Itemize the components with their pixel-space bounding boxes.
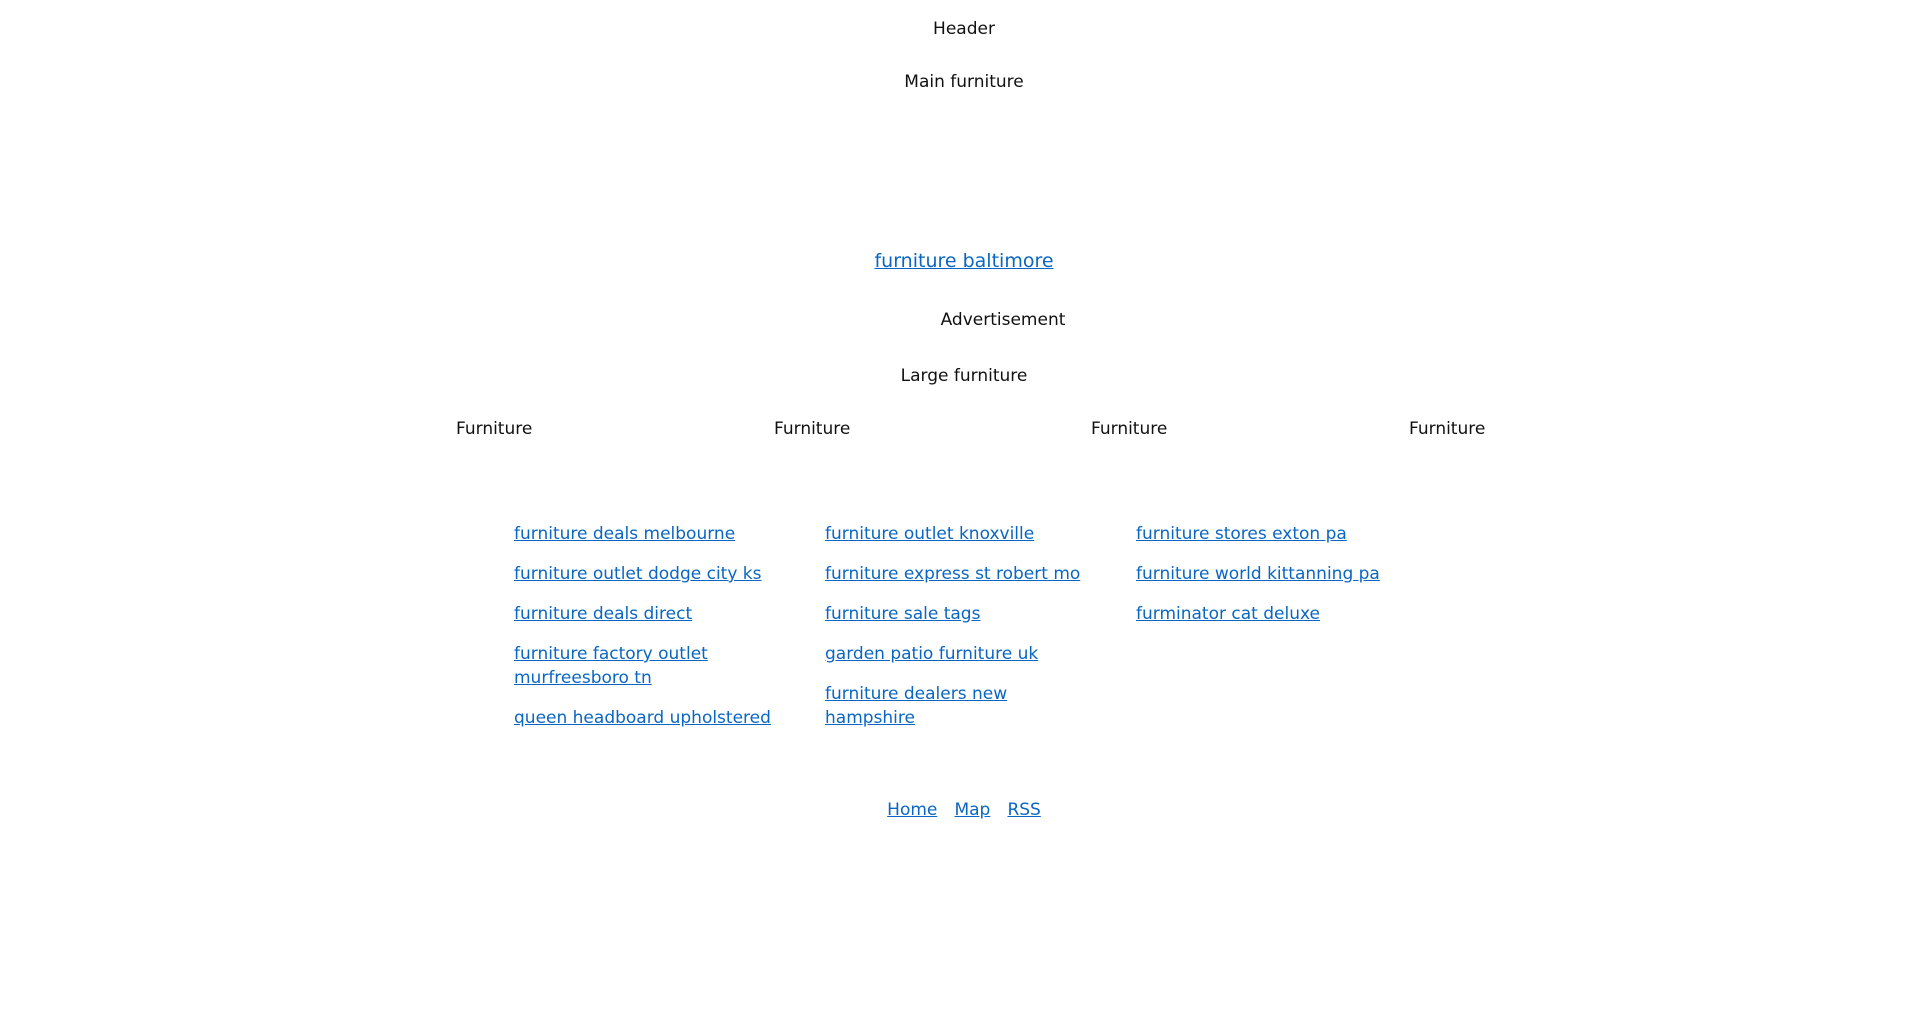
featured-link-furniture-baltimore[interactable]: furniture baltimore — [874, 250, 1054, 272]
link-furniture-deals-direct[interactable]: furniture deals direct — [514, 604, 693, 624]
link-furniture-dealers-new-hampshire[interactable]: furniture dealers new hampshire — [825, 684, 1008, 728]
footer-link-rss[interactable]: RSS — [1007, 800, 1041, 820]
link-furniture-factory-outlet-murfreesboro-tn[interactable]: furniture factory outlet murfreesboro tn — [514, 644, 708, 688]
furniture-label-4: Furniture — [1409, 419, 1486, 439]
link-furniture-outlet-dodge-city-ks[interactable]: furniture outlet dodge city ks — [514, 564, 762, 584]
footer-link-map[interactable]: Map — [954, 800, 991, 820]
advertisement-label: Advertisement — [940, 310, 1066, 330]
link-furniture-stores-exton-pa[interactable]: furniture stores exton pa — [1136, 524, 1347, 544]
link-furniture-deals-melbourne[interactable]: furniture deals melbourne — [514, 524, 736, 544]
link-furniture-world-kittanning-pa[interactable]: furniture world kittanning pa — [1136, 564, 1380, 584]
link-garden-patio-furniture-uk[interactable]: garden patio furniture uk — [825, 644, 1039, 664]
header-label: Header — [933, 19, 995, 39]
furniture-label-3: Furniture — [1091, 419, 1168, 439]
link-furniture-sale-tags[interactable]: furniture sale tags — [825, 604, 981, 624]
footer-nav: Home Map RSS — [881, 798, 1047, 822]
furniture-label-1: Furniture — [456, 419, 533, 439]
link-furniture-outlet-knoxville[interactable]: furniture outlet knoxville — [825, 524, 1035, 544]
link-queen-headboard-upholstered[interactable]: queen headboard upholstered — [514, 708, 771, 728]
footer-link-home[interactable]: Home — [887, 800, 938, 820]
link-column-1: furniture deals melbourne furniture outl… — [514, 522, 786, 746]
link-furniture-express-st-robert-mo[interactable]: furniture express st robert mo — [825, 564, 1081, 584]
large-furniture-label: Large furniture — [900, 366, 1028, 386]
link-furminator-cat-deluxe[interactable]: furminator cat deluxe — [1136, 604, 1320, 624]
main-furniture-label: Main furniture — [904, 72, 1024, 92]
link-column-2: furniture outlet knoxville furniture exp… — [825, 522, 1097, 746]
furniture-label-2: Furniture — [774, 419, 851, 439]
link-column-3: furniture stores exton pa furniture worl… — [1136, 522, 1408, 642]
